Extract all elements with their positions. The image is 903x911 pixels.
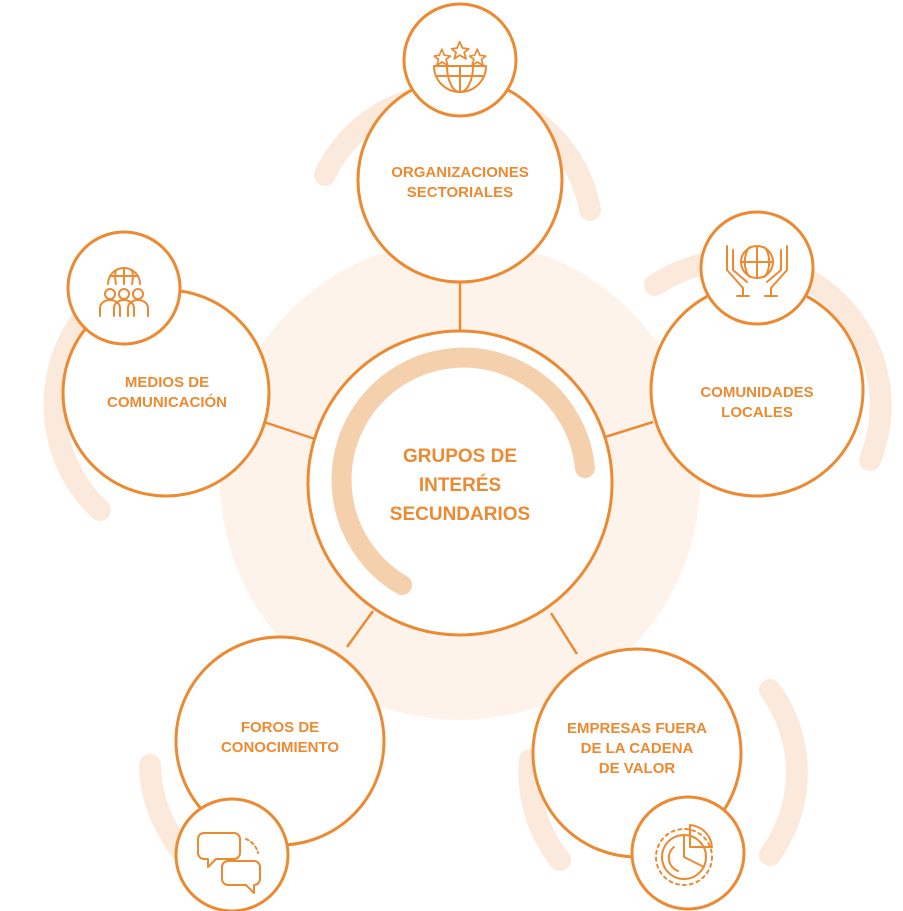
connector-comunidades [601, 420, 654, 440]
badge-organizaciones [402, 2, 518, 118]
hands-globe-icon [726, 245, 788, 297]
badge-foros [174, 797, 290, 911]
badge-empresas [630, 795, 746, 911]
node-label-organizaciones: ORGANIZACIONES SECTORIALES [391, 164, 529, 201]
node-label-empresas: EMPRESAS FUERA DE LA CADENA DE VALOR [566, 720, 708, 777]
connector-empresas [549, 612, 579, 655]
center-progress-arc [331, 347, 595, 595]
center-label: GRUPOS DE INTERÉS SECUNDARIOS [389, 445, 531, 525]
node-label-medios: MEDIOS DE COMUNICACIÓN [107, 374, 227, 411]
globe-people-icon [99, 267, 149, 317]
connector-medios [263, 420, 319, 442]
globe-stars-icon [433, 40, 487, 93]
arc-empresas [759, 679, 808, 866]
node-label-foros: FOROS DE CONOCIMIENTO [220, 719, 340, 756]
connector-foros [345, 610, 375, 648]
connectors [263, 282, 654, 655]
arc-empresas-2 [518, 749, 571, 871]
node-label-comunidades: COMUNIDADES LOCALES [700, 384, 814, 421]
chat-bubbles-icon [197, 832, 261, 894]
pie-chart-icon [655, 824, 713, 886]
